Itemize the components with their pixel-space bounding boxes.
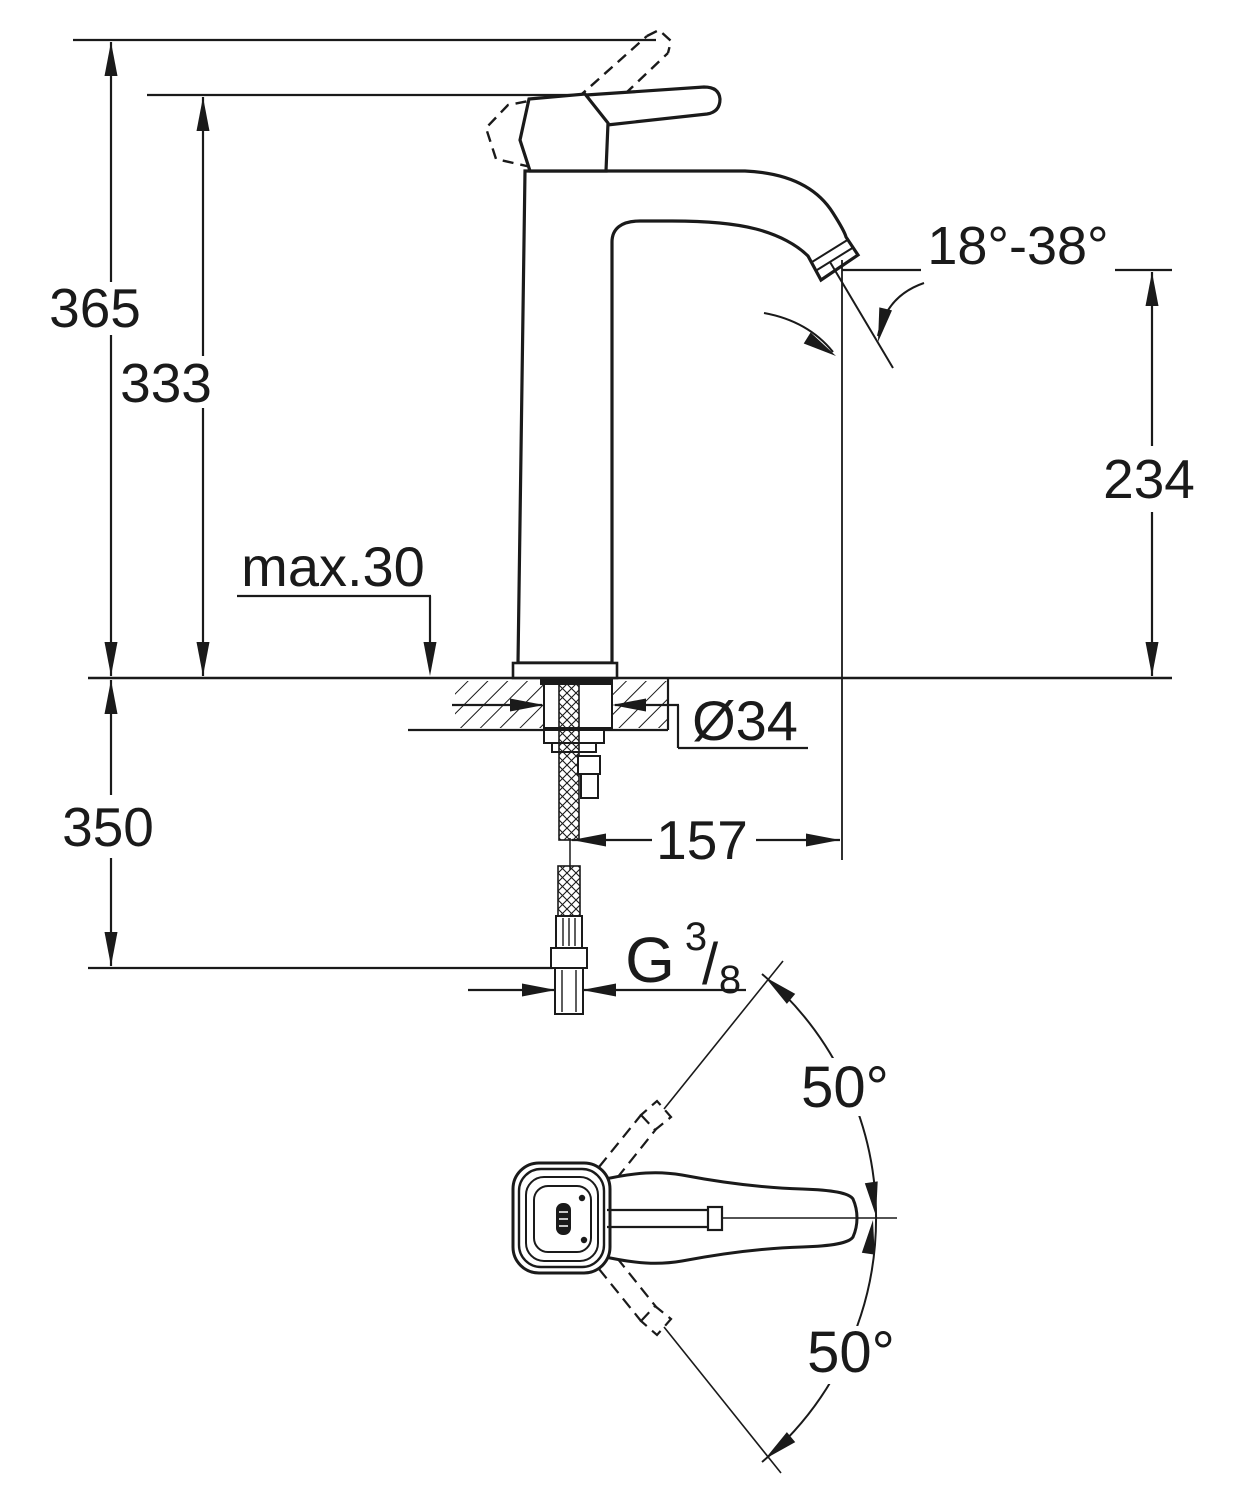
label-thread-g38: G 3 / 8 bbox=[625, 915, 741, 1002]
raised-lever-tip bbox=[646, 28, 673, 54]
lever-slot-end bbox=[706, 1205, 724, 1232]
handle-up-axis-line bbox=[663, 960, 784, 1110]
label-157: 157 bbox=[656, 809, 748, 871]
threaded-shank bbox=[558, 677, 580, 841]
front-view bbox=[484, 28, 925, 860]
label-234: 234 bbox=[1103, 448, 1195, 510]
flex-hose-braid bbox=[557, 865, 581, 917]
spray-angle-line bbox=[829, 261, 894, 369]
label-spray-angle: 18°-38° bbox=[927, 216, 1108, 276]
aerator-line-2 bbox=[816, 246, 855, 271]
connection-nut bbox=[550, 947, 588, 969]
lever-front bbox=[583, 85, 722, 127]
handle-down-axis-line bbox=[663, 1326, 782, 1474]
cap-dot-top bbox=[578, 1194, 586, 1202]
clamp-screw bbox=[580, 773, 599, 799]
thread-denominator: 8 bbox=[719, 958, 741, 1002]
clamp-block bbox=[577, 755, 601, 775]
body-and-spout bbox=[516, 169, 861, 665]
label-333: 333 bbox=[120, 352, 212, 414]
thread-slash: / bbox=[702, 932, 719, 997]
raised-knob-outline bbox=[484, 96, 587, 169]
thread-prefix: G bbox=[625, 924, 675, 996]
label-350: 350 bbox=[62, 796, 154, 858]
thread-numerator: 3 bbox=[685, 915, 707, 959]
swivel-arc bbox=[763, 312, 834, 353]
connection-tube bbox=[554, 967, 584, 1015]
label-dia34: Ø34 bbox=[692, 689, 798, 752]
cap-dot-bottom bbox=[580, 1236, 588, 1244]
label-masks bbox=[55, 283, 1198, 1384]
dimension-lines bbox=[109, 42, 1154, 992]
base-flange bbox=[511, 661, 619, 680]
label-50-down: 50° bbox=[807, 1320, 895, 1385]
mounting-hardware bbox=[540, 677, 613, 1015]
label-max30: max.30 bbox=[241, 535, 425, 598]
label-365: 365 bbox=[49, 277, 141, 339]
label-50-up: 50° bbox=[801, 1055, 889, 1120]
handle-rotated-down-dashed bbox=[598, 1257, 673, 1337]
aerator-line-1 bbox=[811, 238, 850, 263]
handle-rotated-up-dashed bbox=[598, 1099, 673, 1179]
dimension-labels: 365 333 max.30 350 Ø34 157 234 18°-38° 5… bbox=[49, 216, 1195, 1385]
handle-knob-front bbox=[518, 92, 610, 173]
plan-view bbox=[511, 960, 897, 1474]
